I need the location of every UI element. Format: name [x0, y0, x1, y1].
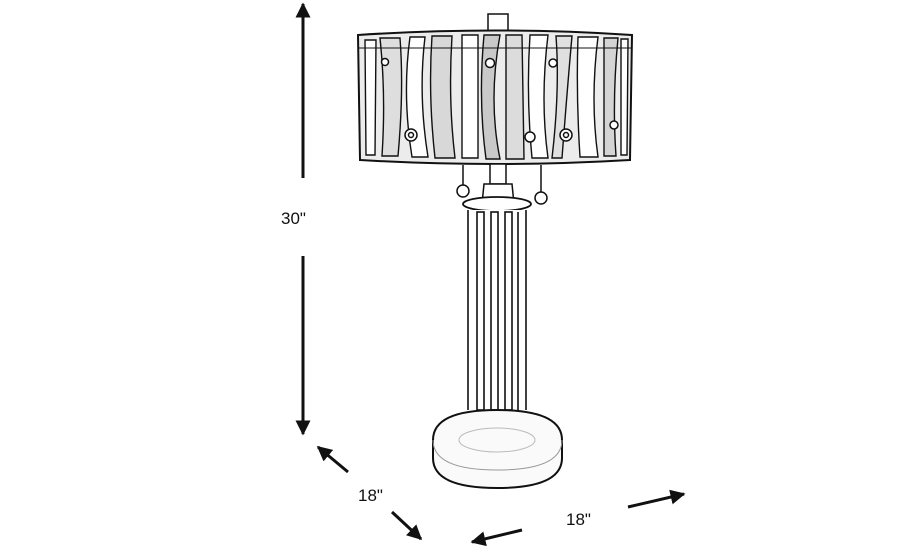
pull-chain — [456, 165, 548, 205]
width-dimension-arrow — [470, 489, 686, 547]
width-dimension-label: 18" — [566, 510, 591, 529]
depth-dimension-arrow — [316, 445, 423, 541]
depth-dimension-label: 18" — [358, 486, 383, 505]
lamp-base — [432, 408, 563, 490]
lamp-shade — [356, 29, 634, 165]
column-collar — [462, 196, 532, 212]
height-dimension-label: 30" — [281, 209, 306, 228]
lamp-column — [467, 210, 527, 411]
